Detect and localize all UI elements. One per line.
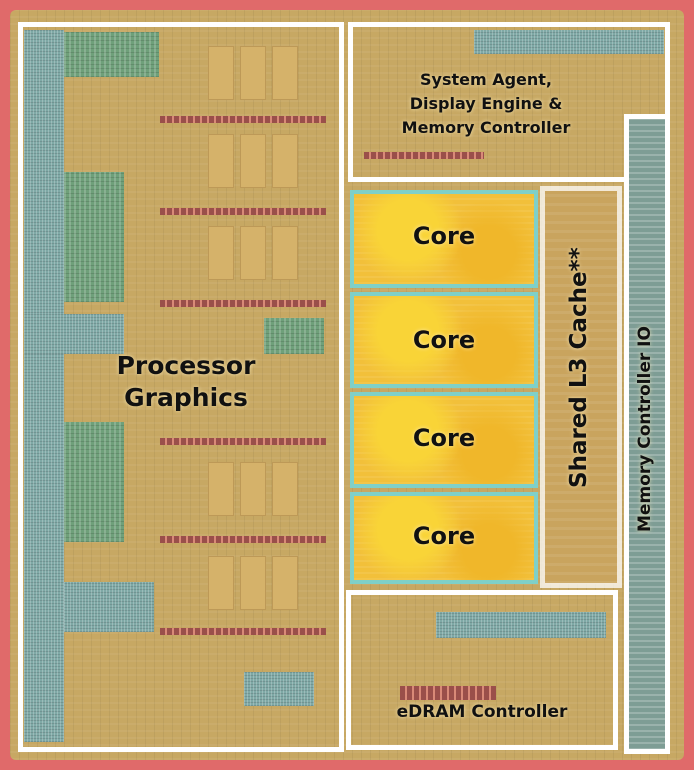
graphics-brick-row — [160, 628, 326, 635]
graphics-eu-tile — [208, 556, 234, 610]
memory-controller-io-label: Memory Controller IO — [635, 326, 655, 532]
graphics-left-strip — [24, 30, 64, 742]
system-agent-label-line2: Display Engine & — [409, 94, 563, 113]
core-label-4: Core — [412, 522, 476, 550]
graphics-blue-block — [64, 582, 154, 632]
system-agent-label-line1: System Agent, — [419, 70, 553, 89]
graphics-eu-tile — [208, 134, 234, 188]
graphics-eu-tile — [208, 46, 234, 100]
graphics-brick-row — [160, 300, 326, 307]
graphics-brick-row — [160, 438, 326, 445]
processor-graphics-region — [18, 22, 344, 752]
graphics-green-block — [64, 32, 159, 77]
processor-graphics-label-line1: Processor — [116, 351, 256, 380]
l3-cache-frame — [540, 186, 622, 588]
system-agent-region — [348, 22, 670, 182]
graphics-blue-block — [244, 672, 314, 706]
system-agent-brick-row — [364, 152, 484, 159]
system-agent-label-line3: Memory Controller — [401, 118, 571, 137]
core-block-2 — [350, 292, 538, 388]
edram-controller-frame — [346, 590, 618, 750]
memory-controller-io-region — [628, 118, 666, 750]
graphics-brick-row — [160, 208, 326, 215]
core-label-2: Core — [412, 326, 476, 354]
graphics-green-block — [64, 422, 124, 542]
graphics-brick-row — [160, 116, 326, 123]
graphics-blue-band — [24, 314, 124, 354]
graphics-eu-tile — [272, 46, 298, 100]
graphics-brick-row — [160, 536, 326, 543]
core-block-3 — [350, 392, 538, 488]
graphics-eu-tile — [272, 226, 298, 280]
system-agent-io-strip — [474, 30, 664, 54]
l3-cache-region — [544, 190, 618, 584]
graphics-green-block — [64, 172, 124, 302]
graphics-eu-tile — [272, 556, 298, 610]
graphics-eu-tile — [208, 226, 234, 280]
graphics-eu-tile — [240, 462, 266, 516]
graphics-eu-tile — [240, 134, 266, 188]
system-agent-frame — [348, 22, 670, 182]
core-block-4 — [350, 492, 538, 584]
graphics-eu-tile — [240, 556, 266, 610]
memory-controller-io-frame — [624, 114, 670, 754]
graphics-eu-tile — [208, 462, 234, 516]
processor-graphics-label: Processor Graphics — [96, 350, 276, 414]
l3-cache-label: Shared L3 Cache** — [566, 247, 592, 488]
graphics-green-block — [264, 318, 324, 354]
edram-io-band — [436, 612, 606, 638]
system-agent-label: System Agent, Display Engine & Memory Co… — [370, 68, 602, 140]
graphics-eu-tile — [272, 134, 298, 188]
graphics-eu-tile — [240, 226, 266, 280]
core-label-1: Core — [412, 222, 476, 250]
graphics-eu-tile — [240, 46, 266, 100]
processor-graphics-frame — [18, 22, 344, 752]
edram-controller-region — [346, 590, 618, 750]
core-block-1 — [350, 190, 538, 288]
edram-controller-label: eDRAM Controller — [396, 702, 568, 722]
core-label-3: Core — [412, 424, 476, 452]
processor-graphics-label-line2: Graphics — [124, 383, 248, 412]
edram-brick-row — [400, 686, 496, 700]
graphics-eu-tile — [272, 462, 298, 516]
